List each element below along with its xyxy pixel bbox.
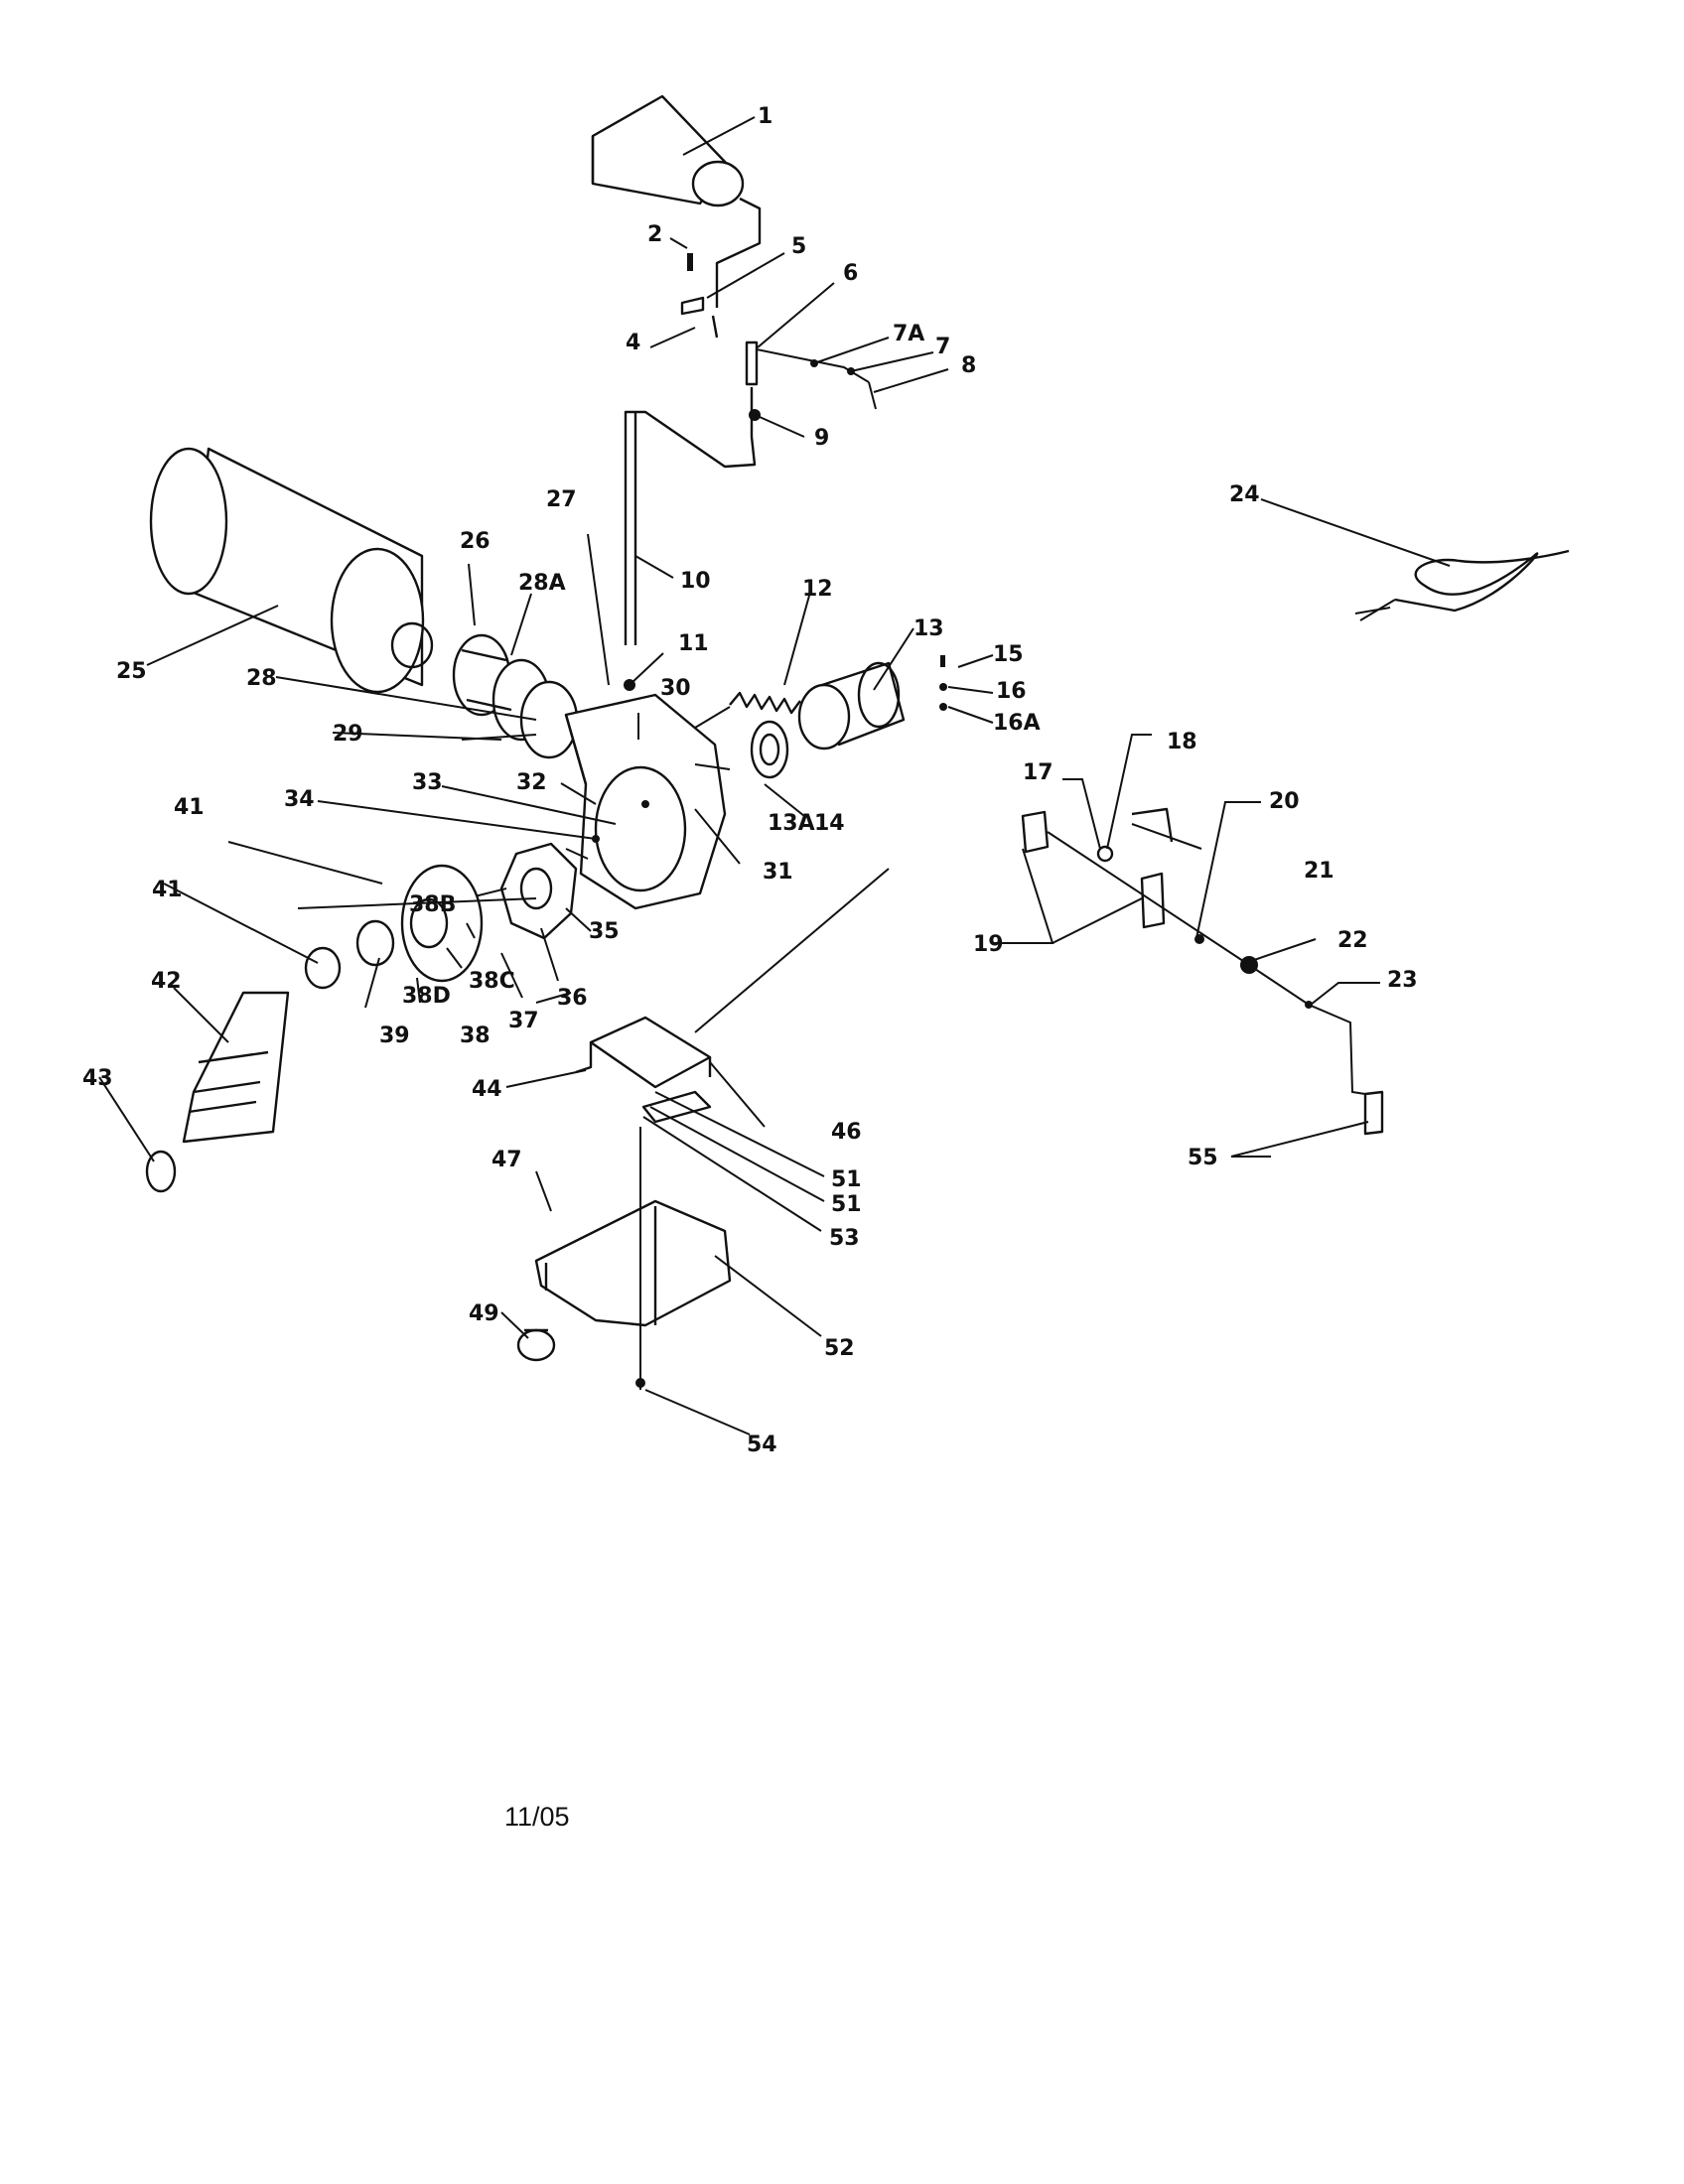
- callout-44: 44: [472, 1077, 502, 1102]
- callout-labels: 1 2 5 6 4 7A 7 8 9 24 27 26 28A 10 12 13…: [82, 104, 1418, 1457]
- callout-49: 49: [469, 1301, 499, 1326]
- callout-41-top: 41: [174, 795, 205, 820]
- callout-37: 37: [508, 1009, 539, 1033]
- callout-16: 16: [996, 679, 1027, 704]
- callout-6: 6: [843, 261, 858, 286]
- date-code: 11/05: [504, 1802, 570, 1832]
- base-plate-part: [534, 1127, 732, 1390]
- callout-47: 47: [491, 1148, 522, 1172]
- callout-46: 46: [831, 1120, 862, 1145]
- callout-27: 27: [546, 487, 577, 512]
- callout-19: 19: [973, 932, 1004, 957]
- fan-blade-part: [466, 842, 578, 940]
- callout-14: 14: [814, 811, 845, 836]
- callout-26: 26: [460, 529, 491, 554]
- callout-2: 2: [647, 222, 662, 247]
- callout-4: 4: [626, 331, 640, 355]
- callout-17: 17: [1023, 760, 1053, 785]
- callout-51-a: 51: [831, 1167, 862, 1192]
- callout-33: 33: [412, 770, 443, 795]
- callout-30: 30: [660, 676, 691, 701]
- callout-20: 20: [1269, 789, 1300, 814]
- burner-head-part: [591, 94, 762, 308]
- callout-53: 53: [829, 1226, 860, 1251]
- callout-51-b: 51: [831, 1192, 862, 1217]
- callout-43: 43: [82, 1066, 113, 1091]
- callout-8: 8: [961, 353, 976, 378]
- callout-24: 24: [1229, 482, 1260, 507]
- callout-13a: 13A: [768, 811, 815, 836]
- callout-15: 15: [993, 642, 1024, 667]
- callout-38: 38: [460, 1024, 491, 1048]
- valve-tube-part: [745, 341, 877, 410]
- callout-1: 1: [758, 104, 772, 129]
- callout-28: 28: [246, 666, 277, 691]
- callout-54: 54: [747, 1433, 777, 1457]
- callout-39: 39: [379, 1024, 410, 1048]
- callout-13: 13: [913, 616, 944, 641]
- callout-41: 41: [152, 878, 183, 902]
- callout-55: 55: [1188, 1146, 1218, 1170]
- motor-part: [750, 661, 906, 779]
- callout-38b: 38B: [409, 892, 456, 917]
- callout-25: 25: [116, 659, 147, 684]
- callout-29: 29: [333, 722, 363, 747]
- callout-31: 31: [763, 860, 793, 885]
- fitting-part: [680, 253, 719, 339]
- motor-bracket-part: [575, 1016, 712, 1124]
- callout-23: 23: [1387, 968, 1418, 993]
- callout-9: 9: [814, 426, 829, 451]
- callout-22: 22: [1337, 928, 1368, 953]
- callout-35: 35: [589, 919, 620, 944]
- callout-5: 5: [791, 234, 806, 259]
- callout-21: 21: [1304, 859, 1334, 884]
- rear-plate-part: [304, 864, 484, 990]
- power-cord-part: [1354, 549, 1570, 621]
- motor-screws-part: [939, 655, 947, 711]
- callout-34: 34: [284, 787, 315, 812]
- callout-28a: 28A: [518, 571, 566, 596]
- callout-36: 36: [557, 986, 588, 1011]
- outer-shell-part: [149, 447, 434, 694]
- callout-16a: 16A: [993, 711, 1041, 736]
- flex-duct-part: [145, 991, 290, 1193]
- callout-12: 12: [802, 577, 833, 602]
- callout-18: 18: [1167, 730, 1197, 754]
- leader-lines: [98, 116, 1451, 1435]
- callout-42: 42: [151, 969, 182, 994]
- callout-7a: 7A: [893, 322, 924, 346]
- callout-10: 10: [680, 569, 711, 594]
- callout-38c: 38C: [469, 969, 515, 994]
- callout-32: 32: [516, 770, 547, 795]
- callout-11: 11: [678, 631, 709, 656]
- callout-7: 7: [935, 335, 950, 359]
- callout-52: 52: [824, 1336, 855, 1361]
- callout-38d: 38D: [402, 984, 451, 1009]
